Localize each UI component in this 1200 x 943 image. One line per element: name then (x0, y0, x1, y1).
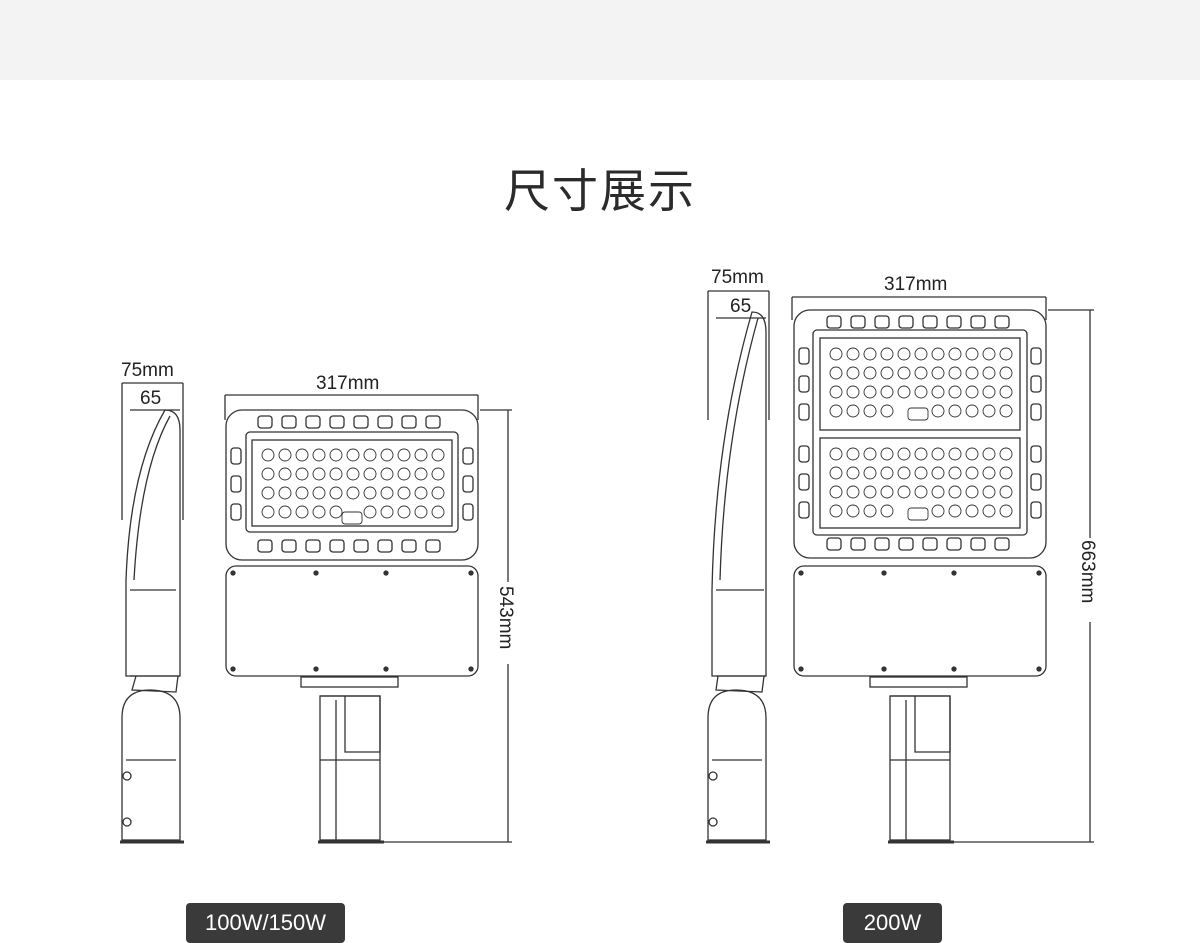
dim-side-total-100w: 75mm (121, 360, 174, 381)
dim-height-100w: 543mm (495, 586, 516, 649)
dim-side-inner-100w: 65 (140, 388, 161, 409)
dim-width-200w: 317mm (884, 274, 947, 295)
model-label-200w: 200W (843, 903, 942, 943)
dim-height-200w: 663mm (1077, 540, 1098, 603)
model-label-100w-150w: 100W/150W (186, 903, 345, 943)
side-view-200w (706, 290, 770, 844)
dim-width-100w: 317mm (316, 373, 379, 394)
front-view-100w (224, 394, 512, 844)
dim-side-inner-200w: 65 (730, 296, 751, 317)
top-banner (0, 0, 1200, 80)
front-view-200w (791, 296, 1094, 844)
dim-side-total-200w: 75mm (711, 267, 764, 288)
side-view-100w (120, 382, 184, 844)
page-title: 尺寸展示 (504, 164, 696, 218)
